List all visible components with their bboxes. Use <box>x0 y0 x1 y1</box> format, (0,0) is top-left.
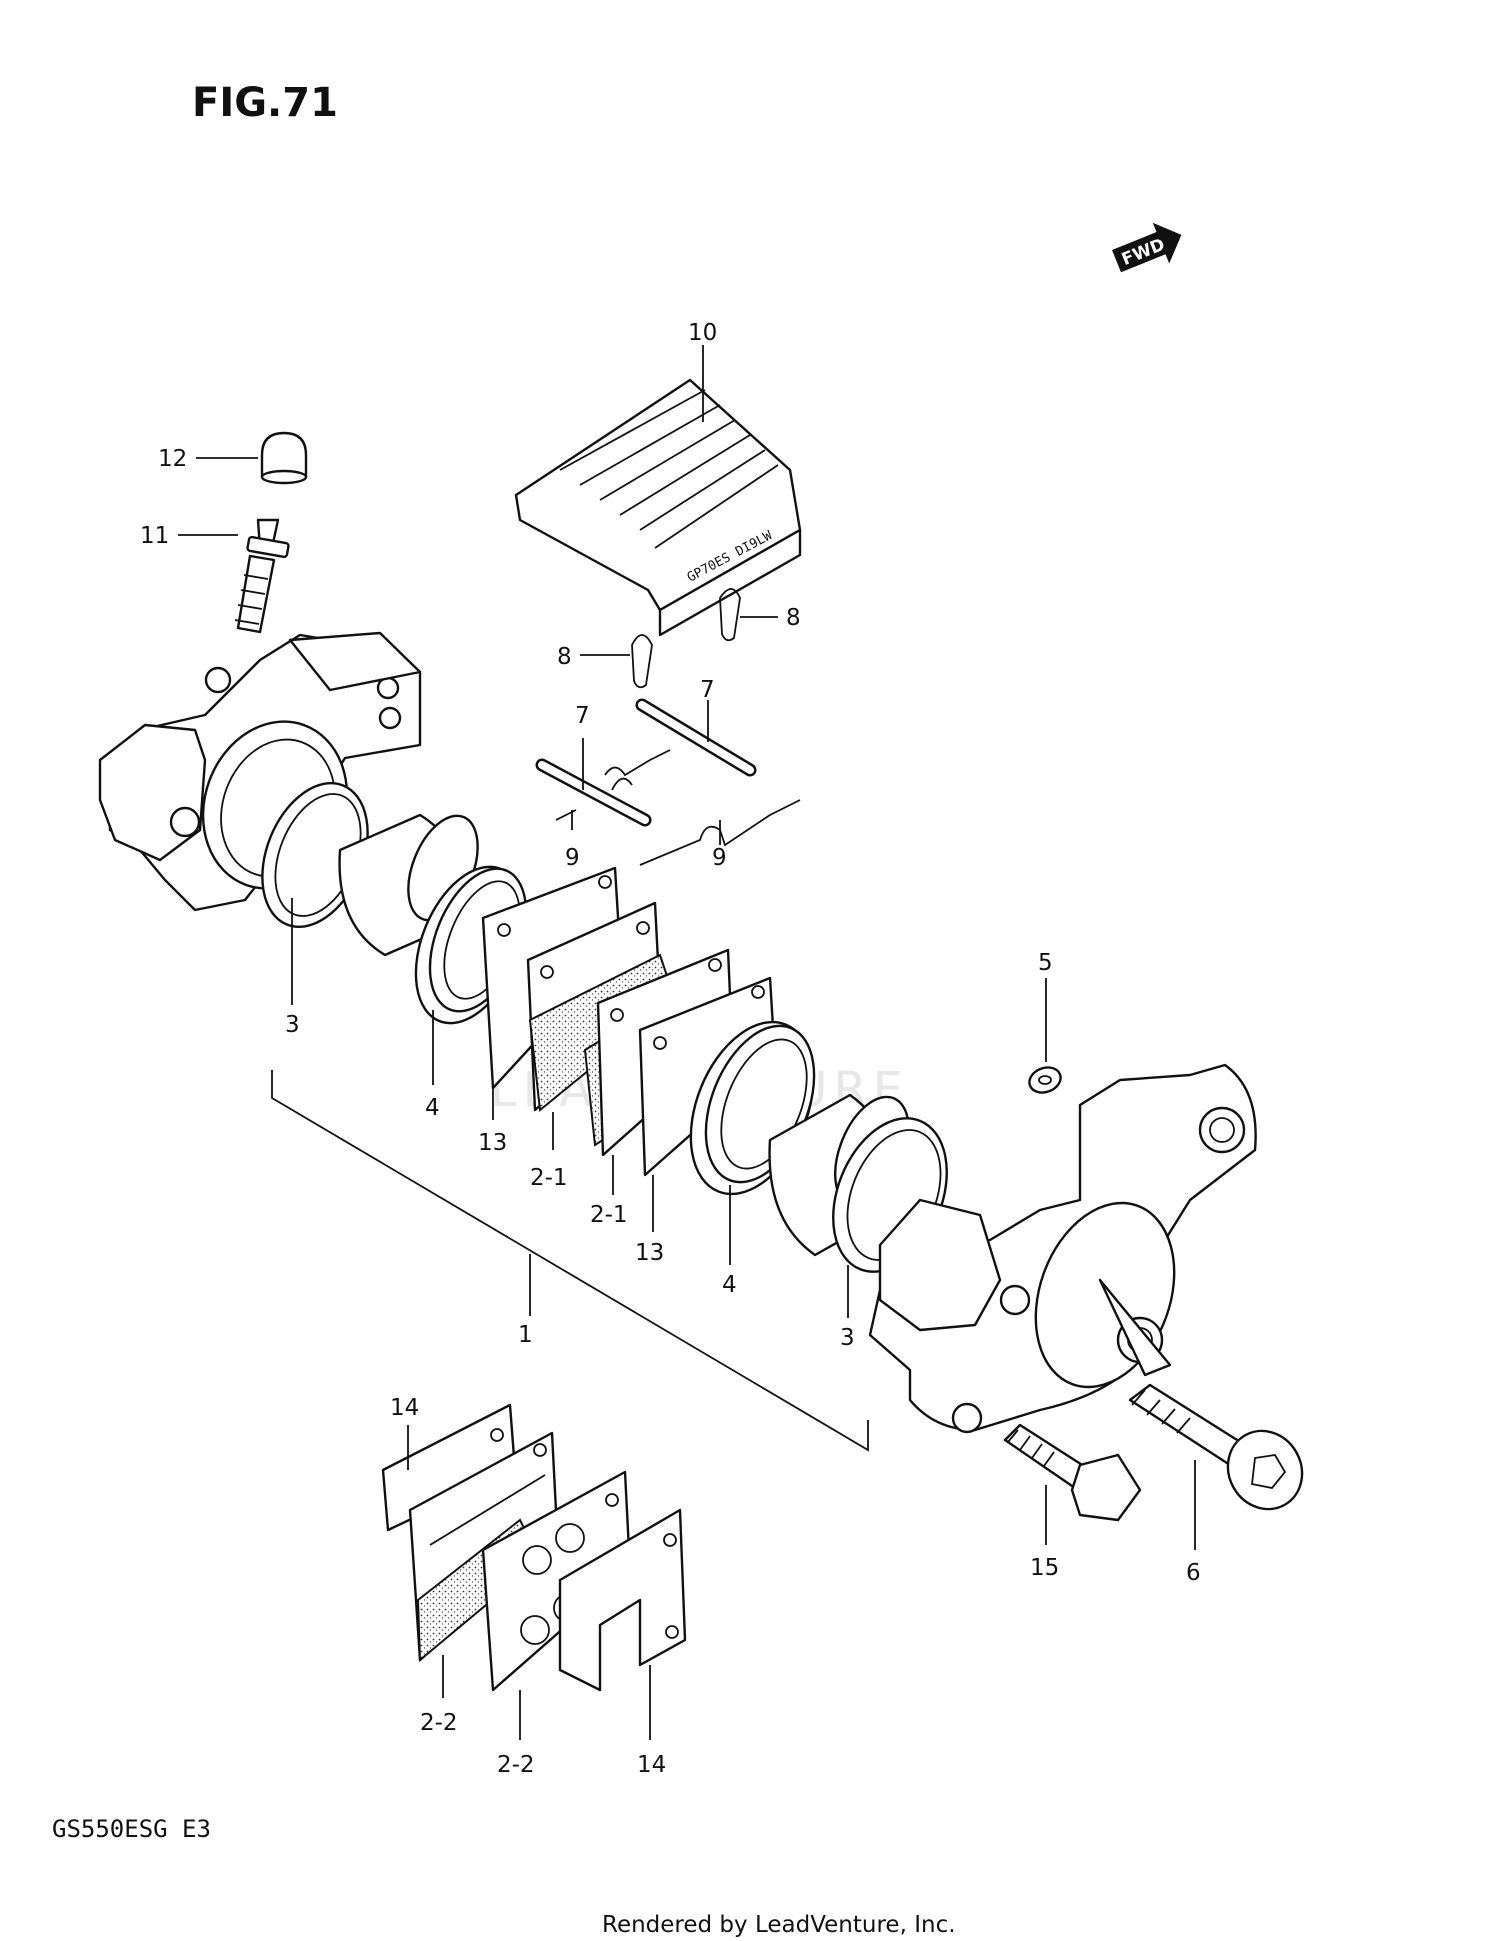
callout-3-left: 3 <box>285 1012 300 1038</box>
part-11-bleeder-valve <box>234 518 290 634</box>
callout-9-right: 9 <box>712 845 727 871</box>
callout-15: 15 <box>1030 1555 1059 1581</box>
figure-title: FIG.71 <box>192 80 338 126</box>
part-12-bleeder-cap <box>260 431 308 485</box>
callout-2-2-right: 2-2 <box>497 1752 535 1778</box>
leader-lines <box>178 345 1196 1740</box>
callout-3-right: 3 <box>840 1325 855 1351</box>
callout-6: 6 <box>1186 1560 1201 1586</box>
callout-2-1-left: 2-1 <box>530 1165 568 1191</box>
footer-credit: Rendered by LeadVenture, Inc. <box>602 1912 956 1938</box>
clip-8-left <box>631 634 653 689</box>
assembly-1-bracket <box>271 1070 869 1452</box>
spring-9-right <box>639 799 801 866</box>
callout-14-upper: 14 <box>390 1395 419 1421</box>
model-code: GS550ESG E3 <box>52 1815 211 1843</box>
pad-pin-7-left <box>535 758 652 827</box>
part-15-bolt <box>1003 1423 1142 1522</box>
callout-13-left: 13 <box>478 1130 507 1156</box>
callout-9-left: 9 <box>565 845 580 871</box>
part-5-washer <box>1028 1066 1062 1094</box>
callout-5: 5 <box>1038 950 1053 976</box>
callout-1: 1 <box>518 1322 533 1348</box>
part-10-pad-spring: GP70ES DI9LW <box>514 378 802 637</box>
right-caliper-half <box>868 1063 1257 1434</box>
callout-12: 12 <box>158 446 187 472</box>
callout-8-left: 8 <box>557 644 572 670</box>
callout-7-right: 7 <box>700 677 715 703</box>
clip-8-upper <box>719 588 741 642</box>
callout-2-1-right: 2-1 <box>590 1202 628 1228</box>
callout-7-left: 7 <box>575 703 590 729</box>
pad-pin-7-right <box>635 698 757 777</box>
part-6-bolt <box>1128 1383 1304 1511</box>
callout-14-lower: 14 <box>637 1752 666 1778</box>
callout-8-upper: 8 <box>786 605 801 631</box>
shim-14-right <box>558 1508 687 1692</box>
callout-11: 11 <box>140 523 169 549</box>
callout-4-right: 4 <box>722 1272 737 1298</box>
fwd-arrow-icon: FWD <box>1112 222 1182 273</box>
callout-2-2-left: 2-2 <box>420 1710 458 1736</box>
callout-4-left: 4 <box>425 1095 440 1121</box>
callout-13-right: 13 <box>635 1240 664 1266</box>
callout-10: 10 <box>688 320 717 346</box>
callout-labels: 10 12 11 8 8 7 7 9 9 5 3 4 13 2-1 2-1 13… <box>140 320 1201 1778</box>
